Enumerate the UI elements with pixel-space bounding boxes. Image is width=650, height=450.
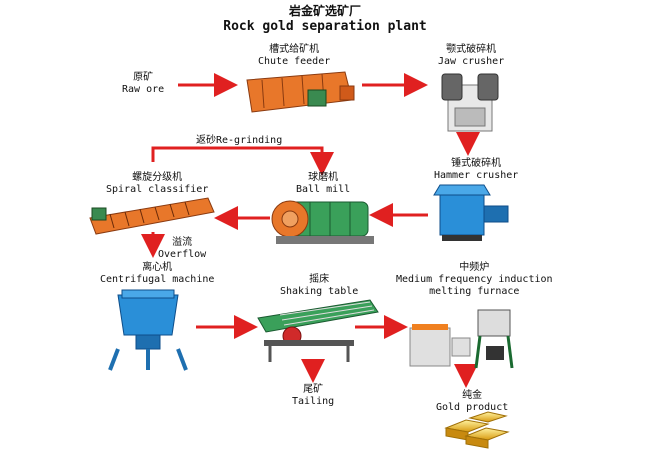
label-shaking-table: 摇床 Shaking table — [280, 274, 359, 297]
label-overflow: 溢流 Overflow — [158, 237, 207, 260]
shaking-table-image — [257, 299, 379, 362]
label-centrifugal: 离心机 Centrifugal machine — [100, 262, 215, 285]
label-furnace: 中频炉 Medium frequency induction melting f… — [396, 262, 553, 297]
chute-feeder-image — [246, 71, 355, 113]
label-spiral-classifier: 螺旋分级机 Spiral classifier — [106, 172, 209, 195]
jaw-crusher-image — [441, 73, 499, 132]
centrifugal-machine-image — [108, 289, 188, 371]
label-ball-mill: 球磨机 Ball mill — [296, 172, 351, 195]
label-gold-product: 纯金 Gold product — [436, 390, 509, 413]
hammer-crusher-image — [433, 184, 509, 241]
ball-mill-image — [271, 200, 374, 244]
melting-furnace-image — [409, 309, 514, 369]
diagram-title: 岩金矿选矿厂 Rock gold separation plant — [223, 4, 427, 34]
label-hammer-crusher: 锤式破碎机 Hammer crusher — [434, 158, 519, 181]
label-regrinding: 返砂Re-grinding — [196, 135, 283, 146]
label-raw-ore: 原矿 Raw ore — [122, 72, 165, 95]
arrow-regrinding-loop — [151, 146, 334, 176]
spiral-classifier-image — [89, 197, 215, 235]
gold-bars-image — [444, 411, 510, 449]
label-chute-feeder: 槽式给矿机 Chute feeder — [258, 44, 331, 67]
label-jaw-crusher: 颚式破碎机 Jaw crusher — [438, 44, 505, 67]
label-tailing: 尾矿 Tailing — [292, 384, 335, 407]
